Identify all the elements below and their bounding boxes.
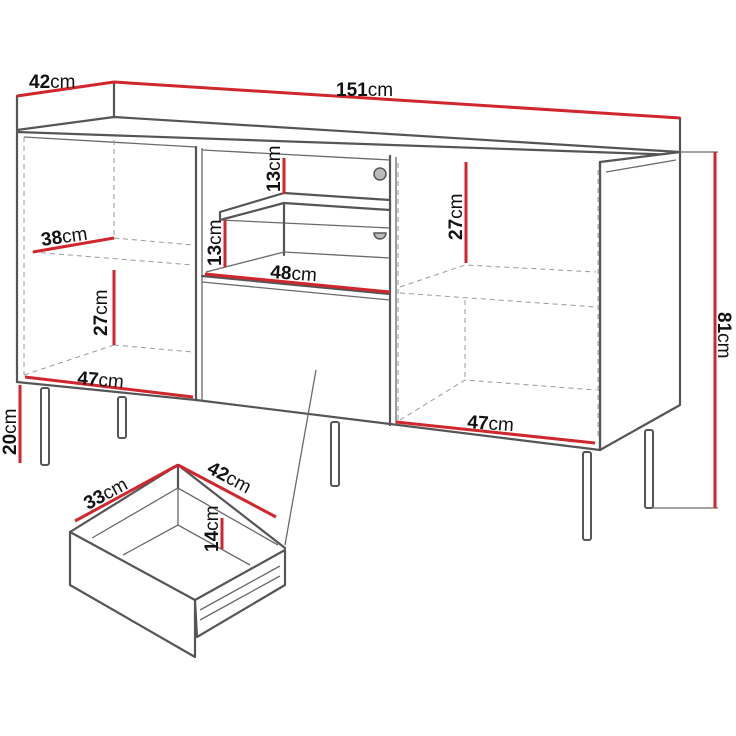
- sideboard-body: [15, 130, 682, 452]
- depth-dimension-line: [16, 80, 115, 98]
- right-compartment-width-label: 47cm: [467, 412, 515, 436]
- right-compartment-height-label: 27cm: [446, 194, 467, 240]
- width-label: 151cm: [336, 80, 393, 101]
- middle-width-label: 48cm: [270, 262, 318, 286]
- middle-upper-height-label: 13cm: [264, 146, 285, 192]
- drawer: [68, 369, 317, 659]
- left-shelf-depth-label: 38cm: [40, 224, 89, 251]
- left-compartment-internals: [23, 137, 194, 376]
- depth-label: 42cm: [29, 72, 75, 93]
- left-compartment-width-label: 47cm: [77, 368, 125, 393]
- left-compartment-height-label: 27cm: [91, 290, 112, 336]
- right-compartment-internals: [397, 163, 599, 440]
- drawer-height-label: 14cm: [202, 506, 223, 552]
- middle-lower-height-label: 13cm: [205, 220, 226, 266]
- overall-height-label: 81cm: [713, 312, 734, 358]
- dimension-lines: [18, 152, 717, 549]
- legs: [40, 151, 718, 541]
- overall-top-outline: [15, 80, 682, 154]
- width-dimension-line: [113, 80, 681, 120]
- leg-height-label: 20cm: [0, 409, 21, 455]
- drawer-width-label: 33cm: [80, 474, 131, 514]
